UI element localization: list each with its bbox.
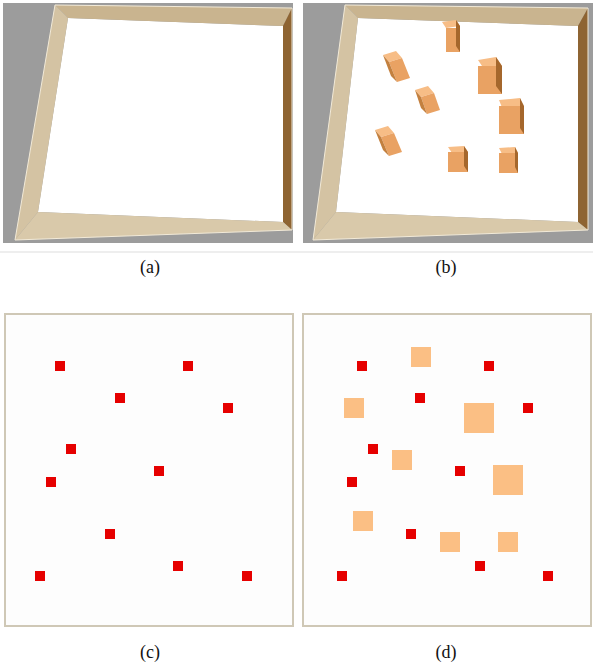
obstacle-cubes	[375, 20, 524, 173]
panel-label: (b)	[436, 257, 457, 278]
top-view-targets	[5, 314, 293, 626]
panel-label: (a)	[140, 257, 160, 278]
separator	[0, 252, 593, 253]
panel-label: (c)	[140, 642, 160, 663]
empty-arena	[3, 3, 293, 243]
panel-label: (d)	[436, 642, 457, 663]
arena-with-obstacles	[303, 3, 593, 243]
top-view-targets-obstacles	[303, 314, 591, 626]
